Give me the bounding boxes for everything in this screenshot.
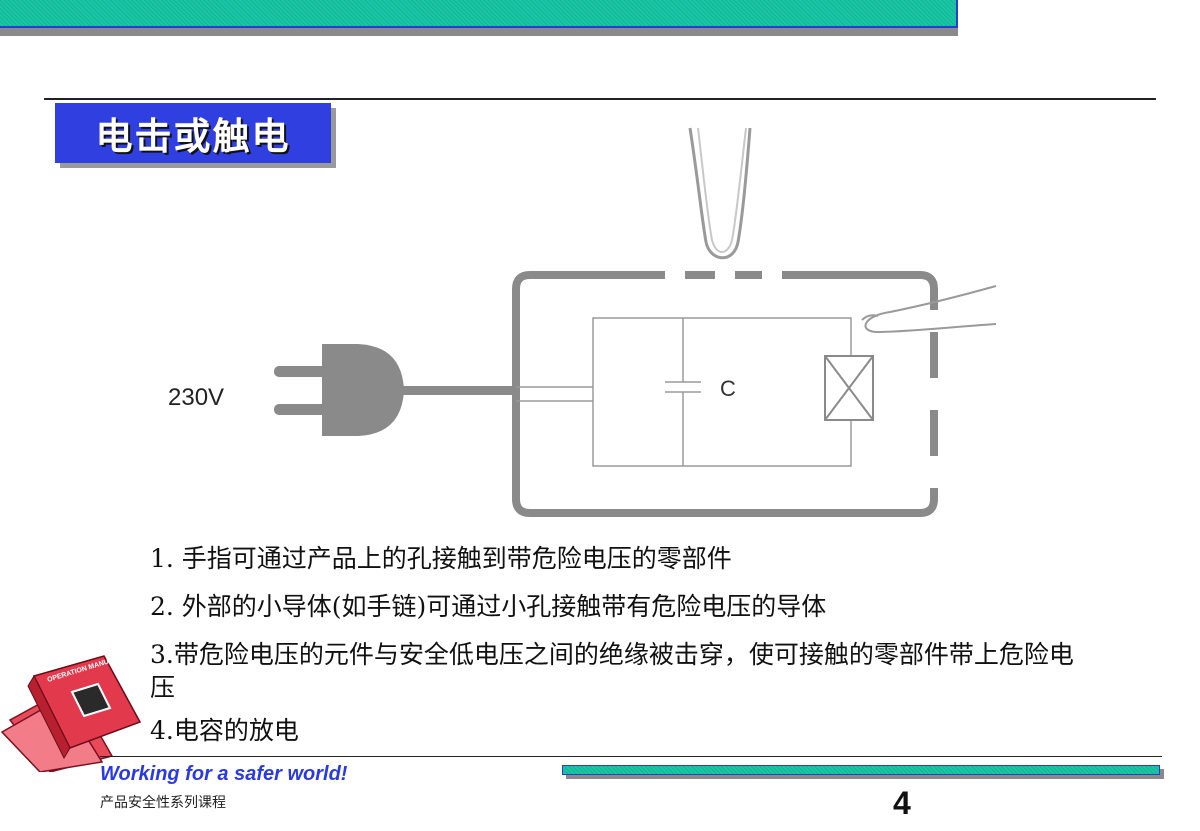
- list-item: 2. 外部的小导体(如手链)可通过小孔接触带有危险电压的导体: [150, 592, 827, 621]
- hazard-list: 1. 手指可通过产品上的孔接触到带危险电压的零部件 2. 外部的小导体(如手链)…: [150, 542, 1110, 762]
- shock-hazard-diagram: 230V C: [168, 127, 997, 517]
- footer-divider: [100, 756, 1162, 757]
- internal-circuit: [516, 317, 852, 467]
- header-accent-bar: [0, 0, 958, 28]
- slide-title: 电击或触电: [95, 115, 291, 158]
- plug-icon: [274, 344, 516, 436]
- footer-accent-bar: [562, 765, 1160, 775]
- header-divider: [44, 98, 1156, 100]
- footer-slogan: Working for a safer world!: [100, 763, 348, 785]
- list-item: 1. 手指可通过产品上的孔接触到带危险电压的零部件: [150, 544, 732, 573]
- page-number: 4: [893, 785, 911, 821]
- voltage-label: 230V: [168, 384, 224, 411]
- operation-manual-book-icon: OPERATION MANUAL: [0, 655, 142, 772]
- course-name: 产品安全性系列课程: [100, 795, 226, 811]
- component-box-icon: [824, 355, 874, 421]
- finger-icon: [861, 285, 997, 334]
- capacitor-label: C: [720, 376, 736, 401]
- list-item: 4.电容的放电: [150, 716, 299, 745]
- test-probe-icon: [688, 127, 752, 260]
- enclosure-outline: [512, 271, 938, 517]
- title-box: 电击或触电: [55, 103, 331, 163]
- list-item: 3.带危险电压的元件与安全低电压之间的绝缘被击穿，使可接触的零部件带上危险电压: [150, 640, 1074, 702]
